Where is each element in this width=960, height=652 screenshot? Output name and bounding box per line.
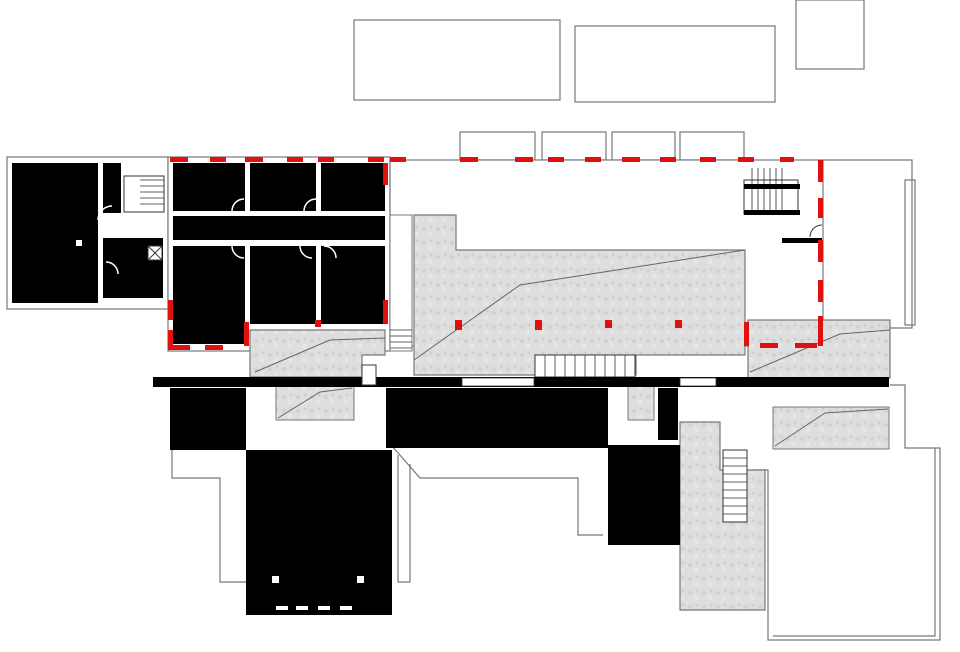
central-court: [389, 214, 746, 378]
lower-blocks: [170, 388, 680, 615]
outbuilding-right: [795, 0, 865, 70]
south-outline: [171, 445, 603, 583]
corridor-wall: [153, 364, 889, 387]
east-outline: [752, 159, 941, 641]
outbuilding-left: [353, 19, 561, 101]
office-wing: [167, 156, 391, 352]
lower-stair: [722, 449, 748, 523]
outbuilding-center: [574, 25, 776, 103]
bay-projections: [459, 131, 745, 161]
west-block: [6, 156, 169, 310]
outbuildings-top: [353, 0, 865, 103]
highlight-structure: [168, 157, 823, 350]
